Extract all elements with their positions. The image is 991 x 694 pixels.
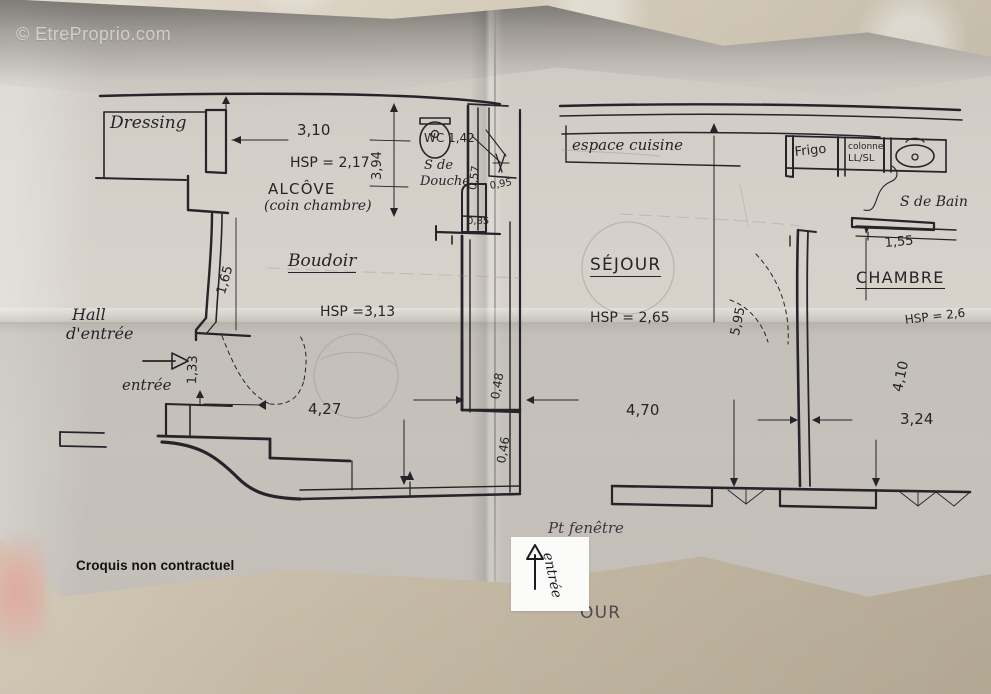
room-label-wc: WC 1,42 xyxy=(424,131,475,145)
ceiling-height-sejour: HSP = 2,65 xyxy=(590,310,670,326)
room-label-hall-entree: d'entrée xyxy=(66,324,134,343)
room-label-salle-de-bain: S de Bain xyxy=(900,194,968,210)
dimension-4-27: 4,27 xyxy=(308,400,342,418)
pink-reflection xyxy=(0,532,46,652)
dimension-3-94: 3,94 xyxy=(370,151,385,180)
room-label-dressing: Dressing xyxy=(110,113,187,133)
annotation-pt-fenetre: Pt fenêtre xyxy=(548,519,624,537)
room-label-sejour-partial: OUR xyxy=(580,603,622,623)
appliance-label-colonne-2: LL/SL xyxy=(848,153,875,164)
ceiling-height-boudoir: HSP =3,13 xyxy=(320,304,396,320)
watermark: © EtreProprio.com xyxy=(16,24,172,44)
dimension-3-10: 3,10 xyxy=(297,121,331,139)
appliance-label-colonne: colonne xyxy=(848,142,884,152)
room-label-boudoir: Boudoir xyxy=(288,251,357,273)
dimension-3-24: 3,24 xyxy=(900,410,934,428)
room-label-espace-cuisine: espace cuisine xyxy=(572,136,684,154)
room-label-sejour: SÉJOUR xyxy=(590,255,662,277)
room-label-alcove: ALCÔVE xyxy=(268,180,336,198)
dimension-1-55: 1,55 xyxy=(884,233,915,251)
annotation-entree-left: entrée xyxy=(122,376,172,394)
paper-lower-shade xyxy=(0,322,991,597)
paper-horizontal-crease xyxy=(0,308,991,334)
room-label-salle-douche: S de xyxy=(424,158,454,173)
room-label-chambre: CHAMBRE xyxy=(856,268,945,289)
north-arrow-icon xyxy=(526,544,544,590)
dimension-1-33: 1,33 xyxy=(185,355,202,385)
entrance-note-patch: entrée xyxy=(511,537,589,611)
dimension-4-70: 4,70 xyxy=(626,401,660,419)
room-label-alcove-sub: (coin chambre) xyxy=(264,198,372,214)
room-label-salle-douche-2: Douche xyxy=(420,174,470,189)
ceiling-height-alcove: HSP = 2,17 xyxy=(290,155,370,171)
dimension-0-85: 0,85 xyxy=(467,216,490,227)
caption-croquis-non-contractuel: Croquis non contractuel xyxy=(76,558,235,573)
room-label-hall: Hall xyxy=(72,305,106,324)
paper-fold-line xyxy=(494,0,496,597)
